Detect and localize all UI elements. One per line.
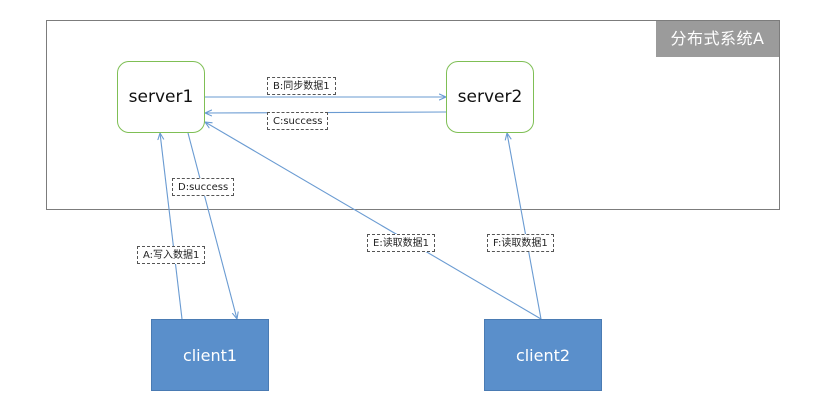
edge-label-e: E:读取数据1 [367,234,436,252]
edge-label-f: F:读取数据1 [487,234,554,252]
edge-label-c: C:success [267,112,329,130]
client2-node: client2 [484,319,602,391]
client1-node: client1 [151,319,269,391]
server2-node: server2 [446,61,534,133]
edge-label-d: D:success [172,178,235,196]
server1-node: server1 [117,61,205,133]
system-label: 分布式系统A [656,21,779,57]
edge-label-b: B:同步数据1 [267,77,336,95]
edge-label-a: A:写入数据1 [137,246,206,264]
